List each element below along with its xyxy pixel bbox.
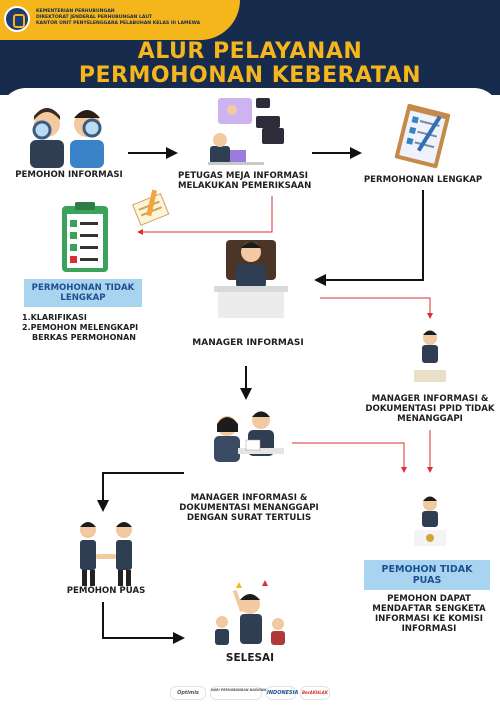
footer-logo-berakhlak: BerAKHLAK bbox=[300, 686, 330, 700]
celebration-icon bbox=[215, 580, 285, 645]
step-selesai: SELESAI bbox=[225, 652, 275, 664]
computer-desk-icon bbox=[208, 98, 284, 165]
arrow-lengkap-manager bbox=[314, 190, 424, 286]
step-sengketa-info: PEMOHON DAPAT MENDAFTAR SENGKETA INFORMA… bbox=[372, 594, 486, 634]
step-pemohon-puas: PEMOHON PUAS bbox=[66, 586, 146, 596]
page-title: ALUR PELAYANAN PERMOHONAN KEBERATAN bbox=[78, 39, 422, 88]
arrow-tulis-tidak-puas bbox=[292, 442, 407, 473]
arrow-puas-selesai bbox=[102, 602, 185, 644]
step-permohonan-lengkap: PERMOHONAN LENGKAP bbox=[363, 175, 483, 185]
clipboard-icon bbox=[62, 202, 108, 272]
step-pemohon-informasi: PEMOHON INFORMASI bbox=[15, 170, 123, 180]
checklist-board-icon bbox=[394, 103, 451, 169]
step-pemohon-tidak-puas: PEMOHON TIDAK PUAS bbox=[364, 560, 490, 590]
note-berkas: BERKAS PERMOHONAN bbox=[32, 333, 136, 342]
step-menanggapi-tertulis: MANAGER INFORMASI & DOKUMENTASI MENANGGA… bbox=[179, 493, 319, 523]
footer-logo-optimis: Optimis bbox=[170, 686, 206, 700]
clarification-notes: 1.KLARIFIKASI 2.PEMOHON MELENGKAPI BERKA… bbox=[22, 313, 138, 343]
step-manager-informasi: MANAGER INFORMASI bbox=[192, 338, 304, 348]
arrow-petugas-tidak-lengkap bbox=[137, 196, 273, 235]
note-melengkapi: 2.PEMOHON MELENGKAPI bbox=[22, 323, 139, 332]
manager-standing-icon bbox=[414, 330, 446, 382]
step-petugas-meja: PETUGAS MEJA INFORMASI MELAKUKAN PEMERIK… bbox=[178, 171, 312, 191]
unsatisfied-person-icon bbox=[414, 496, 446, 546]
org-name: KEMENTERIAN PERHUBUNGAN DIREKTORAT JENDE… bbox=[36, 9, 201, 26]
footer-logo-indonesia: INDONESIA bbox=[266, 686, 298, 700]
step-permohonan-tidak-lengkap: PERMOHONAN TIDAK LENGKAP bbox=[24, 279, 142, 307]
pen-paper-icon bbox=[132, 189, 170, 226]
meeting-icon bbox=[214, 411, 284, 462]
handshake-icon bbox=[80, 522, 132, 586]
footer-logo-hari-perhubungan: HARI PERHUBUNGAN NASIONAL 2023 bbox=[210, 686, 278, 700]
magnifier-people-icon bbox=[30, 108, 104, 168]
note-klarifikasi: 1.KLARIFIKASI bbox=[22, 313, 87, 322]
arrow-tulis-puas bbox=[97, 472, 184, 512]
org-banner bbox=[0, 0, 240, 40]
step-ppid-tidak-menanggapi: MANAGER INFORMASI & DOKUMENTASI PPID TID… bbox=[365, 394, 495, 424]
arrow-manager-ppid bbox=[320, 297, 433, 319]
ministry-logo-icon bbox=[4, 6, 30, 32]
manager-desk-icon bbox=[214, 240, 288, 318]
